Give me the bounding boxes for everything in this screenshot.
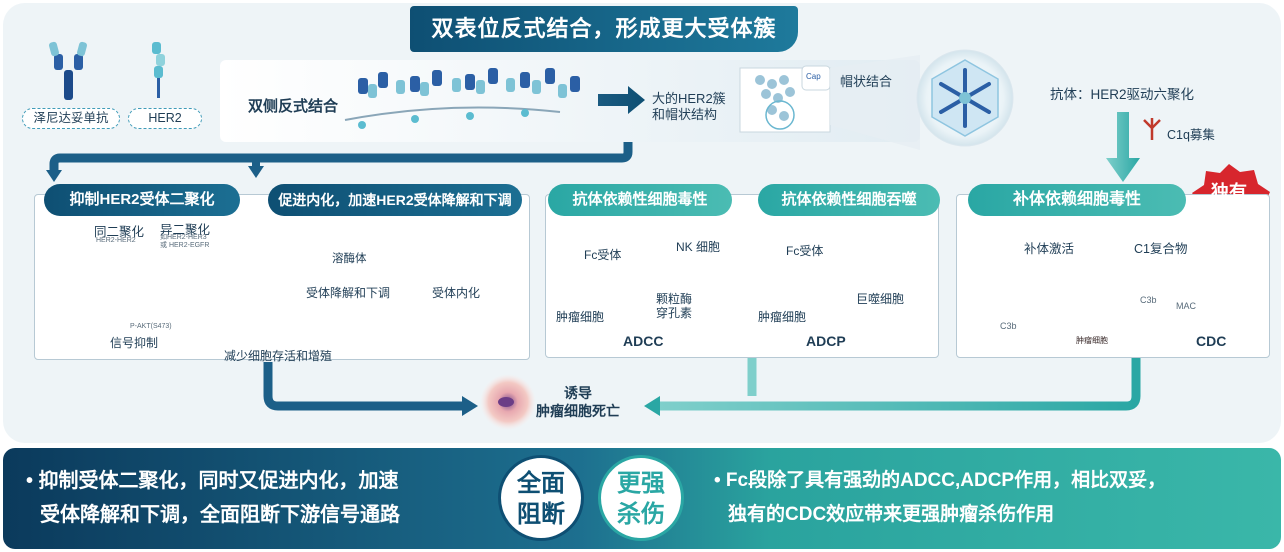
macrophage-label: 巨噬细胞: [856, 292, 905, 306]
complement-activation-label: 补体激活: [1024, 242, 1075, 256]
connector-top-left: [49, 142, 633, 172]
kill-circle-line1: 更强: [617, 470, 665, 497]
nk-cell-label: NK 细胞: [676, 240, 721, 254]
bottom-left-line1: • 抑制受体二聚化，同时又促进内化，加速: [26, 470, 399, 492]
cluster-label-line1: 大的HER2簇: [652, 91, 726, 106]
tumor-death-line1: 诱导: [564, 385, 592, 401]
c3b-left-label: C3b: [1000, 321, 1017, 331]
connector-right-left: [660, 356, 1141, 411]
heterodimer-sub1: 如HER2-HER3: [160, 234, 207, 241]
cdc-box: [956, 194, 1270, 358]
heterodimer-sub2: 或 HER2-EGFR: [160, 242, 210, 249]
legend-antibody-pill: 泽尼达妥单抗: [22, 108, 120, 129]
cdc-name: CDC: [1196, 333, 1227, 349]
hexamer-down-arrow: [1106, 112, 1140, 182]
degrade-label: 受体降解和下调: [306, 286, 391, 300]
bottom-right-line1: • Fc段除了具有强劲的ADCC,ADCP作用，相比双妥，: [714, 470, 1167, 491]
heterodimer-label: 异二聚化: [160, 223, 211, 237]
kill-circle: 更强 杀伤: [598, 455, 684, 541]
adcc-adcp-box: [545, 194, 939, 358]
legend-her2-pill: HER2: [128, 108, 202, 129]
cap-binding-label: 帽状结合: [840, 74, 893, 89]
hexamer-image: [830, 49, 1014, 150]
cap-badge: Cap: [806, 72, 821, 81]
cap-structure-image: [739, 65, 831, 133]
bottom-left-text: • 抑制受体二聚化，同时又促进内化，加速 受体降解和下调，全面阻断下游信号通路: [26, 464, 400, 532]
adcc-name: ADCC: [623, 333, 664, 349]
granzyme-label: 颗粒酶: [656, 292, 693, 306]
hexamer-title: 抗体：HER2驱动六聚化: [1050, 87, 1195, 102]
cluster-label: 大的HER2簇 和帽状结构: [652, 91, 726, 123]
lysosome-label: 溶酶体: [332, 253, 367, 265]
mac-label: MAC: [1176, 301, 1196, 311]
tumor-death-label: 诱导 肿瘤细胞死亡: [536, 384, 620, 420]
c1q-icon: [1143, 118, 1161, 140]
adcp-fc-label: Fc受体: [786, 244, 824, 258]
her2-legend-icon: [152, 42, 165, 98]
cluster-label-line2: 和帽状结构: [652, 107, 718, 122]
inhibit-header: 抑制HER2受体二聚化: [44, 184, 240, 216]
connector-left-down: [263, 362, 462, 411]
perforin-label: 穿孔素: [656, 306, 693, 320]
inhibit-internalize-box: [34, 194, 530, 360]
adcc-header: 抗体依赖性细胞毒性: [548, 184, 732, 216]
block-circle: 全面 阻断: [498, 455, 584, 541]
tumor-death-line2: 肿瘤细胞死亡: [536, 403, 620, 419]
c1-complex-label: C1复合物: [1134, 242, 1188, 256]
adcp-name: ADCP: [806, 333, 846, 349]
homodimer-label: 同二聚化: [94, 225, 145, 239]
bottom-right-line2: 独有的CDC效应带来更强肿瘤杀伤作用: [728, 504, 1055, 525]
adcp-header: 抗体依赖性细胞吞噬: [758, 184, 940, 216]
signal-inhibition-label: 信号抑制: [110, 336, 159, 350]
kill-circle-line2: 杀伤: [617, 501, 665, 528]
internalize-header: 促进内化，加速HER2受体降解和下调: [268, 184, 522, 216]
top-membrane: [344, 106, 561, 121]
exclusive-badge-text: 独有: [1211, 182, 1247, 202]
bottom-left-line2: 受体降解和下调，全面阻断下游信号通路: [40, 504, 400, 526]
homodimer-sub: HER2-HER2: [96, 237, 136, 244]
c1q-label: C1q募集: [1167, 128, 1215, 142]
pakt-label: P-AKT(S473): [130, 323, 172, 330]
dual-binding-label: 双侧反式结合: [248, 98, 339, 115]
antibody-cluster: [358, 68, 580, 129]
cdc-tumor-label: 肿瘤细胞: [1076, 336, 1108, 345]
antibody-legend-icon: [48, 41, 88, 100]
title-banner: 双表位反式结合，形成更大受体簇: [410, 6, 798, 52]
adcc-tumor-label: 肿瘤细胞: [556, 310, 605, 324]
reduce-survival-label: 减少细胞存活和增殖: [224, 349, 333, 363]
bottom-right-text: • Fc段除了具有强劲的ADCC,ADCP作用，相比双妥， 独有的CDC效应带来…: [714, 464, 1166, 532]
cdc-header: 补体依赖细胞毒性: [968, 184, 1186, 216]
c3b-right-label: C3b: [1140, 295, 1157, 305]
cluster-arrow: [598, 86, 645, 114]
block-circle-line2: 阻断: [517, 501, 565, 528]
block-circle-line1: 全面: [517, 470, 565, 497]
adcc-fc-label: Fc受体: [584, 248, 622, 262]
internalization-label: 受体内化: [432, 286, 481, 300]
adcp-tumor-label: 肿瘤细胞: [758, 310, 807, 324]
